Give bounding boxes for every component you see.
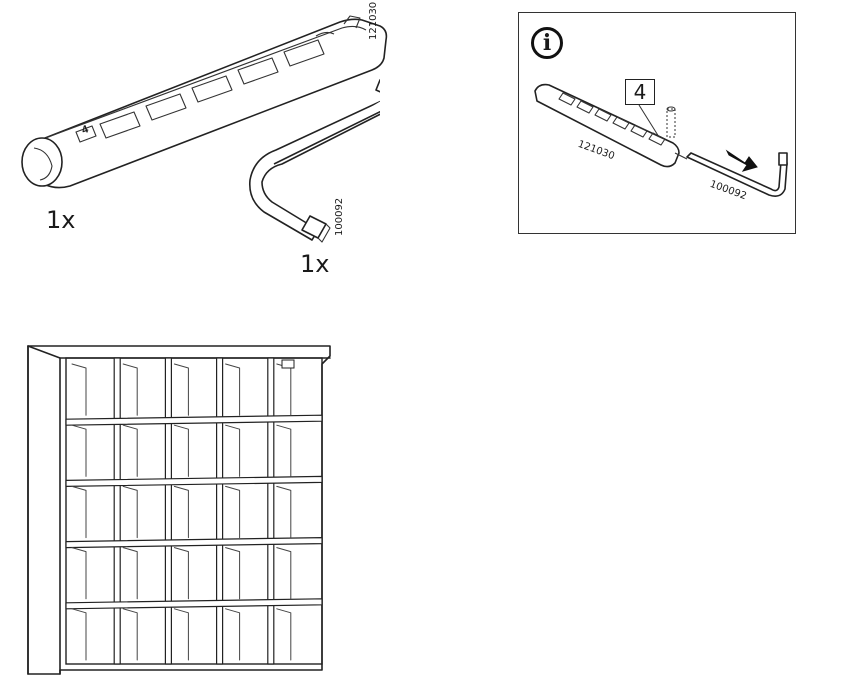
quantity-121030: 1x [46, 206, 76, 234]
shelf-cell-depth [122, 547, 138, 600]
info-icon: i [531, 27, 563, 59]
shelf-cell-depth [276, 608, 292, 661]
shelf-board-horizontal [65, 537, 323, 549]
shelf-cell-depth [173, 424, 189, 477]
shelf-divider-vertical [164, 357, 172, 665]
connector-rail-icon [21, 15, 388, 189]
shelf-cell-depth [225, 547, 241, 600]
cube-shelf [20, 340, 340, 680]
shelf-cell-depth [173, 363, 189, 416]
insert-arrow-icon [725, 149, 758, 172]
shelf-cell-depth [122, 363, 138, 416]
shelf-cell-depth [225, 485, 241, 539]
shelf-cell-depth [225, 424, 241, 477]
shelf-cell-depth [225, 608, 241, 661]
shelf-cell-depth [173, 547, 189, 600]
shelf-cell-depth [122, 424, 138, 477]
shelf-divider-vertical [267, 357, 275, 665]
shelf-cell-depth [71, 547, 87, 600]
shelf-cell-depth [276, 424, 292, 477]
shelf-cell-depth [122, 485, 138, 539]
shelf-cell-depth [122, 608, 138, 661]
shelf-cell-depth [71, 485, 87, 539]
shelf-board-horizontal [65, 475, 323, 487]
shelf-divider-vertical [216, 357, 224, 665]
part-100092: 100092 1x [230, 70, 380, 280]
info-panel: i 4 121030 100092 [518, 12, 796, 234]
shelf-cell-depth [71, 608, 87, 661]
shelf-cell-depth [225, 363, 241, 416]
quantity-100092: 1x [300, 250, 330, 278]
assembly-diagram [534, 83, 788, 197]
shelf-cell-depth [71, 363, 87, 416]
callout-label: 4 [633, 80, 647, 104]
allen-key-icon [248, 79, 380, 243]
part-number-121030: 121030 [368, 1, 379, 40]
shelf-cell-depth [276, 485, 292, 539]
part-121030: 4 121030 1x [0, 0, 420, 250]
shelf-cell-depth [173, 608, 189, 661]
shelf-cell-depth [71, 424, 87, 477]
part-number-100092: 100092 [334, 197, 345, 236]
shelf-board-horizontal [65, 414, 323, 426]
callout-box: 4 [625, 79, 655, 105]
shelf-divider-vertical [113, 357, 121, 665]
cube-shelf-icon [27, 345, 331, 675]
info-symbol: i [542, 30, 552, 56]
shelf-board-horizontal [65, 598, 323, 610]
shelf-cell-depth [276, 547, 292, 600]
shelf-cell-depth [173, 485, 189, 539]
